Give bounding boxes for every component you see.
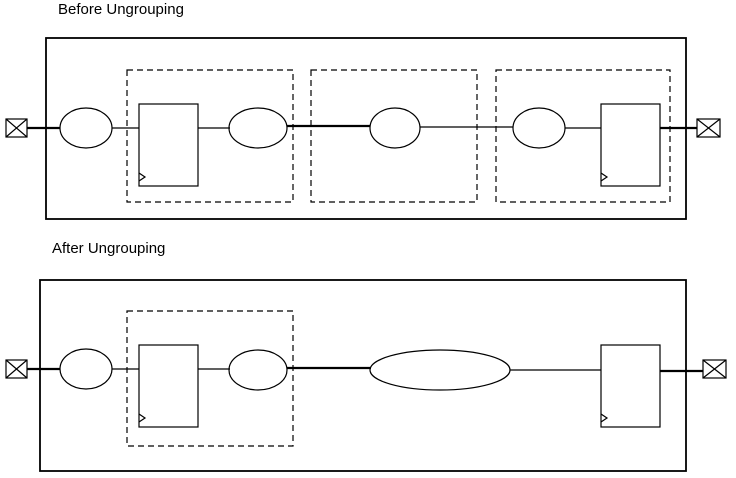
after-top-module-box (39, 279, 687, 472)
after-merged-logic-ellipse (369, 349, 511, 391)
after-logic-ellipse-2 (228, 349, 288, 391)
before-input-port (5, 118, 28, 138)
after-output-port (702, 359, 727, 379)
after-input-port (5, 359, 28, 379)
after-register-1 (138, 344, 199, 428)
before-logic-ellipse-4 (512, 107, 566, 149)
before-hierarchy-group-1 (126, 69, 294, 203)
before-hierarchy-group-2 (310, 69, 478, 203)
after-logic-ellipse-1 (59, 348, 113, 390)
before-hierarchy-group-3 (495, 69, 671, 203)
after-ungrouping-title: After Ungrouping (52, 240, 166, 257)
before-logic-ellipse-1 (59, 107, 113, 149)
before-ungrouping-title: Before Ungrouping (58, 1, 184, 18)
after-hierarchy-group-1 (126, 310, 294, 447)
before-output-port (696, 118, 721, 138)
before-register-2 (600, 103, 661, 187)
before-register-1 (138, 103, 199, 187)
after-register-2 (600, 344, 661, 428)
before-logic-ellipse-3 (369, 107, 421, 149)
before-logic-ellipse-2 (228, 107, 288, 149)
